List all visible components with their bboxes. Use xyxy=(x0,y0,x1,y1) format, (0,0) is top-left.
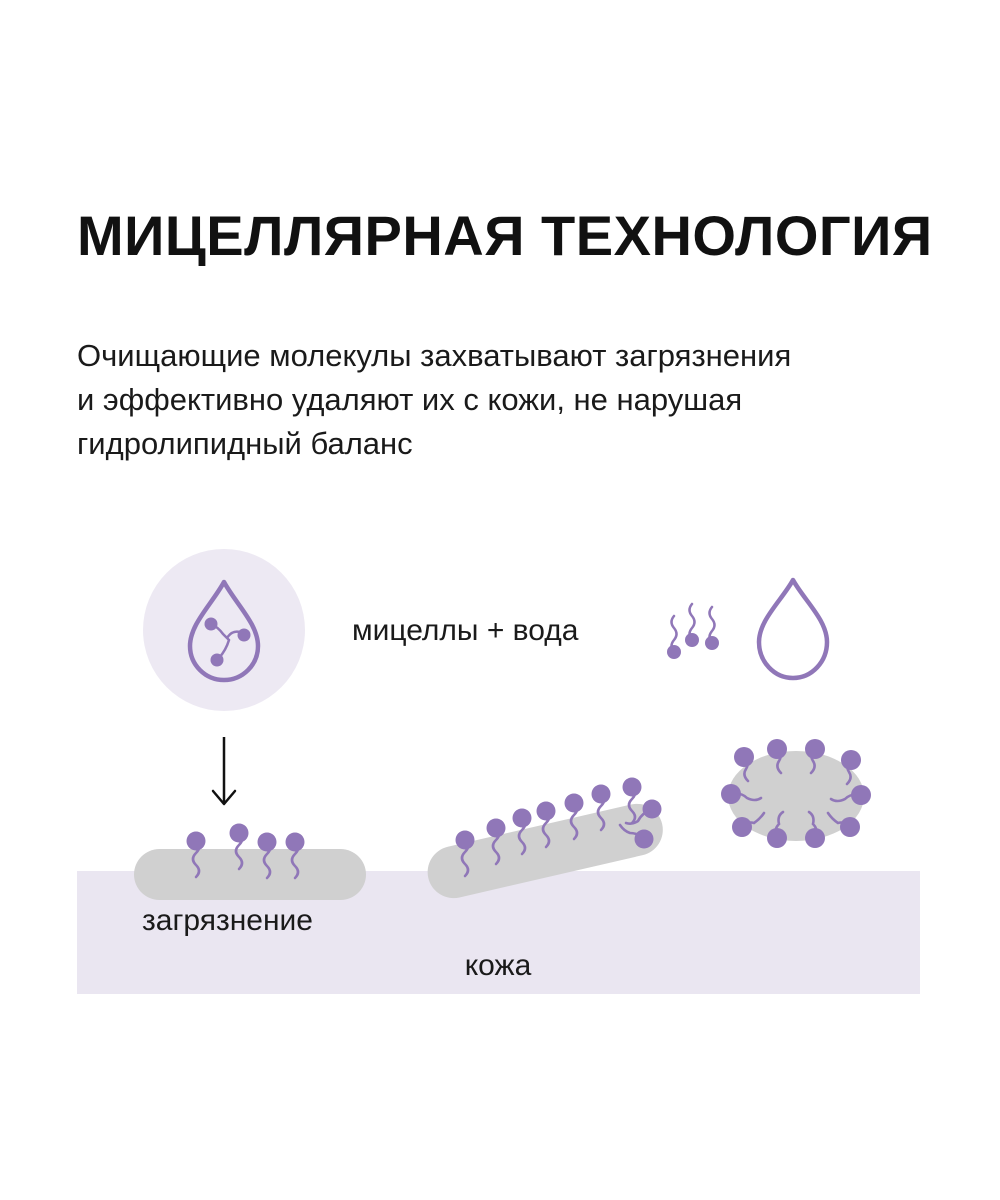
drop-with-micelles-icon xyxy=(143,549,305,711)
dirt-label: загрязнение xyxy=(142,904,313,937)
arrow-down-icon xyxy=(211,737,237,806)
water-drop-icon xyxy=(756,577,830,681)
molecule-group-icon xyxy=(667,602,719,659)
description: Очищающие молекулы захватывают загрязнен… xyxy=(77,334,791,466)
dirt-blob xyxy=(134,849,366,900)
dirt-lifting xyxy=(427,776,663,899)
description-line-2: и эффективно удаляют их с кожи, не наруш… xyxy=(77,382,743,417)
micelle-encapsulated xyxy=(721,739,871,848)
micelles-water-label: мицеллы + вода xyxy=(352,614,579,647)
skin-label: кожа xyxy=(465,949,532,982)
description-line-3: гидролипидный баланс xyxy=(77,426,413,461)
description-line-1: Очищающие молекулы захватывают загрязнен… xyxy=(77,338,792,373)
page-title: МИЦЕЛЛЯРНАЯ ТЕХНОЛОГИЯ xyxy=(77,204,933,267)
